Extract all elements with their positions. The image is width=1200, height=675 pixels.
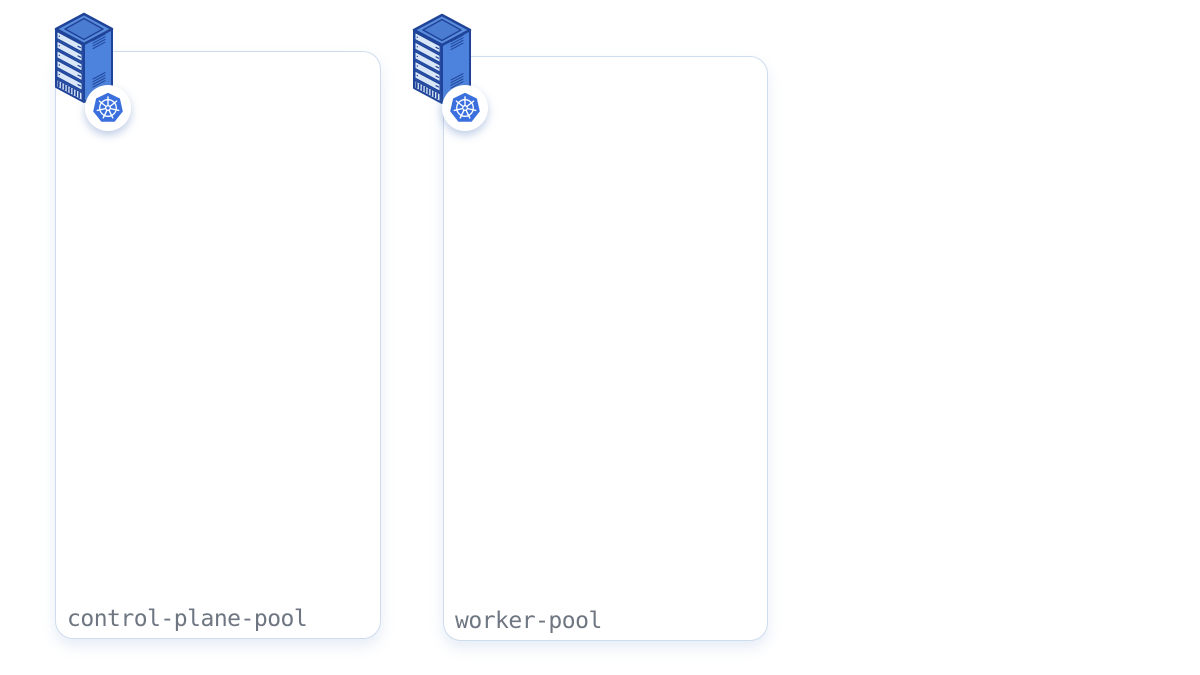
kubernetes-icon — [442, 85, 488, 131]
pool-name-label: worker-pool — [455, 608, 602, 634]
pool-name-label: control-plane-pool — [67, 606, 308, 632]
kubernetes-helm-glyph — [445, 88, 485, 128]
kubernetes-icon — [85, 85, 131, 131]
kubernetes-helm-glyph — [88, 88, 128, 128]
pool-card-control-plane: control-plane-pool — [55, 51, 381, 639]
pool-card-worker: worker-pool — [443, 56, 768, 641]
